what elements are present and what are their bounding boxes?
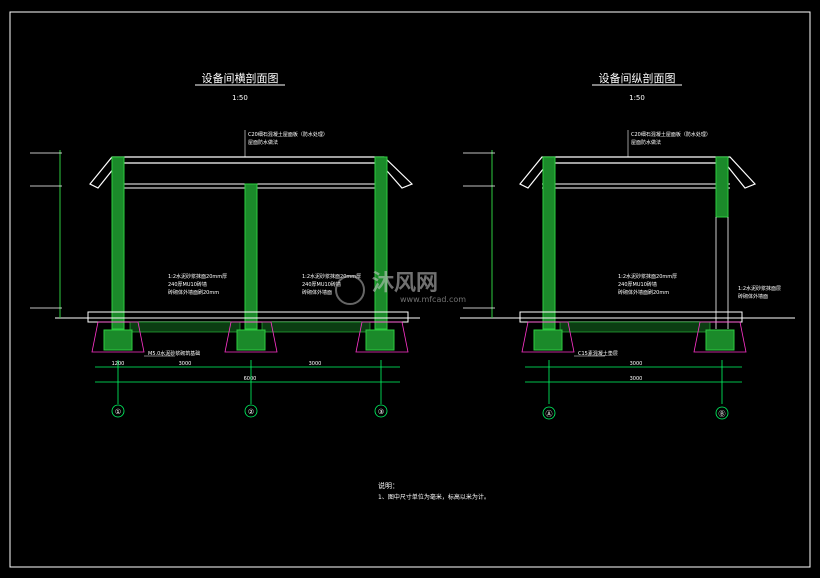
right-section: 设备间纵剖面图 1:50 C20细石混凝土屋面板（防水处 [460, 71, 795, 420]
right-section-scale: 1:50 [629, 94, 645, 102]
left-wall-1 [111, 156, 125, 330]
left-wall-note-1: 1:2水泥砂浆抹面20mm厚 [168, 273, 227, 280]
left-roof-slab [89, 156, 414, 189]
left-axis-label-3: ③ [378, 408, 384, 416]
left-section-title: 设备间横剖面图 [202, 71, 279, 85]
notes-heading: 说明： [378, 481, 399, 490]
watermark: 沐风网 www.mfcad.com [335, 271, 466, 305]
left-axis-bubble-3 [374, 404, 388, 418]
left-foundation-2 [224, 321, 278, 353]
right-wall-note-1: 1:2水泥砂浆抹面20mm厚 [618, 273, 677, 280]
left-axis-label-1: ① [115, 408, 121, 416]
left-roof-note-1: C20细石混凝土屋面板（防水处理） [248, 131, 328, 138]
right-axis-bubble-2 [715, 406, 729, 420]
left-wall-note-r1: 1:2水泥砂浆抹面20mm厚 [302, 273, 361, 280]
left-wall-note-r2: 240厚MU10砖墙 [302, 281, 341, 288]
right-axis-bubble-1 [542, 406, 556, 420]
left-dim-text-3: 3000 [309, 361, 322, 367]
watermark-logo-icon [335, 275, 365, 305]
right-axis-label-1: Ⓐ [546, 410, 553, 418]
right-section-title: 设备间纵剖面图 [599, 71, 676, 85]
right-wall-2-upper [715, 156, 729, 218]
left-axis-label-2: ② [248, 408, 254, 416]
left-cushion-1 [129, 321, 241, 333]
right-dim-text-2: 3000 [630, 376, 643, 382]
drawing-frame [9, 11, 811, 568]
right-roof-note-2: 屋面防水做法 [631, 139, 661, 146]
left-cushion-2 [261, 321, 371, 333]
right-wall-note-r1: 1:2水泥砂浆抹面层 [738, 285, 781, 292]
watermark-brand: 沐风网 [372, 271, 438, 296]
left-wall-3 [374, 156, 388, 330]
right-dim-text-1: 3000 [630, 361, 643, 367]
left-dim-text-2: 3000 [179, 361, 192, 367]
left-axis-bubble-1 [111, 404, 125, 418]
left-dim-text-4: 6000 [244, 376, 257, 382]
left-section-scale: 1:50 [232, 94, 248, 102]
right-axis-label-2: Ⓑ [719, 410, 726, 418]
left-foundation-3 [355, 321, 409, 353]
left-wall-note-r3: 砖砌体外墙面 [302, 289, 332, 296]
right-roof-slab [519, 156, 757, 189]
left-wall-2 [244, 183, 258, 330]
right-wall-note-3: 砖砌体外墙面刷20mm [618, 289, 669, 296]
left-base-note: M5.0水泥砂浆砌筑基础 [148, 350, 200, 357]
right-wall-note-r2: 砖砌体外墙面 [738, 293, 768, 300]
right-wall-note-2: 240厚MU10砖墙 [618, 281, 657, 288]
right-cushion [559, 321, 711, 333]
left-roof-note-2: 屋面防水做法 [248, 139, 278, 146]
left-foundation-1 [91, 321, 145, 353]
left-axis-bubble-2 [244, 404, 258, 418]
right-foundation-1 [521, 321, 575, 353]
right-foundation-2 [693, 321, 747, 353]
left-section: 设备间横剖面图 1:50 [30, 71, 420, 418]
notes-line-1: 1、图中尺寸单位为毫米，标高以米为计。 [378, 493, 490, 501]
right-wall-1 [542, 156, 556, 330]
left-wall-note-3: 砖砌体外墙面刷20mm [168, 289, 219, 296]
left-wall-note-2: 240厚MU10砖墙 [168, 281, 207, 288]
watermark-url: www.mfcad.com [400, 295, 466, 304]
right-roof-note-1: C20细石混凝土屋面板（防水处理） [631, 131, 711, 138]
right-base-note: C15素混凝土垫层 [578, 350, 618, 357]
